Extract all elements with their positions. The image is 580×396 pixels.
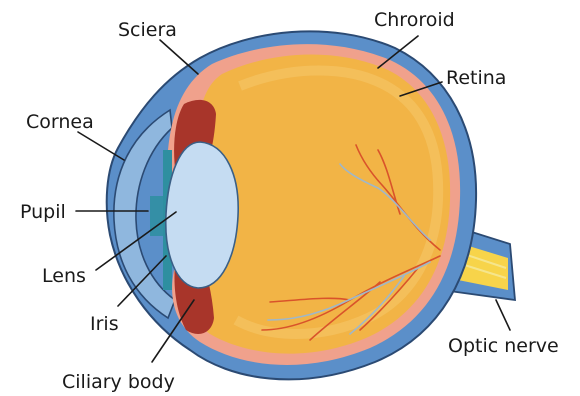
optic-nerve-leader [496,300,510,330]
lens-label: Lens [42,265,86,287]
sclera-label: Sciera [118,19,177,41]
chroroid-label: Chroroid [374,9,455,31]
sclera-leader [160,40,198,74]
pupil-label: Pupil [20,201,66,223]
retina-label: Retina [446,67,506,89]
cornea-leader [78,132,124,160]
cornea-label: Cornea [26,111,94,133]
iris-label: Iris [90,313,119,335]
ciliary-body-label: Ciliary body [62,371,175,393]
lens [166,142,238,288]
optic-nerve-label: Optic nerve [448,335,559,357]
